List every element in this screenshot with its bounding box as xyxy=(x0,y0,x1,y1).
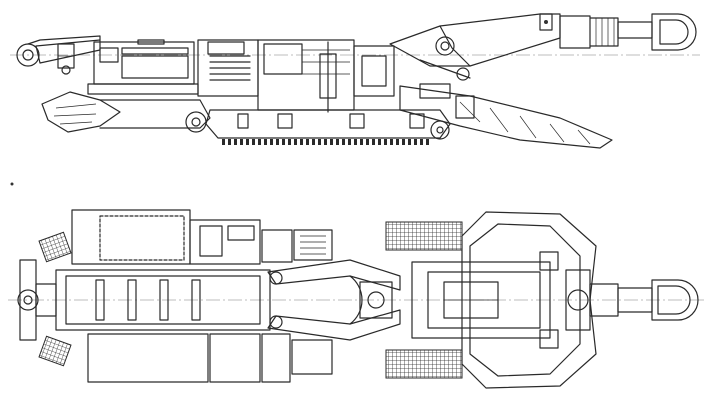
tread-segment xyxy=(222,139,225,145)
cutter-boom xyxy=(389,13,697,81)
tread-segment xyxy=(420,139,423,145)
tread-segment xyxy=(354,139,357,145)
tread-segment xyxy=(318,139,321,145)
tread-segment xyxy=(228,139,231,145)
tread-segment xyxy=(336,139,339,145)
tread-segment xyxy=(288,139,291,145)
tread-segment xyxy=(312,139,315,145)
main-chassis xyxy=(55,209,333,383)
chassis-spar xyxy=(191,279,201,321)
gathering-apron xyxy=(41,91,211,133)
chassis-spar xyxy=(95,279,105,321)
tread-segment xyxy=(300,139,303,145)
tread-segment xyxy=(342,139,345,145)
tread-segment xyxy=(366,139,369,145)
chassis-spar xyxy=(159,279,169,321)
tread-segment xyxy=(240,139,243,145)
chassis-spars xyxy=(95,279,201,321)
tread-segment xyxy=(372,139,375,145)
tread-segment xyxy=(378,139,381,145)
tread-segment xyxy=(234,139,237,145)
tread-segment xyxy=(408,139,411,145)
tread-segment xyxy=(258,139,261,145)
chassis-spar xyxy=(127,279,137,321)
plan-view xyxy=(8,209,704,389)
tread-segment xyxy=(282,139,285,145)
cutter-head-plan xyxy=(589,279,699,321)
tread-segment xyxy=(246,139,249,145)
tread-segment xyxy=(270,139,273,145)
rear-coupling xyxy=(17,231,72,367)
pivot-arms xyxy=(267,259,401,341)
tread-segment xyxy=(276,139,279,145)
side-elevation-view xyxy=(10,13,700,149)
sheet-marker xyxy=(10,182,14,186)
tread-segment xyxy=(294,139,297,145)
mid-frame xyxy=(197,39,395,113)
tread-segment xyxy=(348,139,351,145)
loading-ramp xyxy=(399,83,613,149)
rear-guard-right xyxy=(38,335,72,367)
power-pack-housing xyxy=(87,39,199,95)
tread-segment xyxy=(264,139,267,145)
crawler-track xyxy=(205,109,451,145)
tread-segment xyxy=(252,139,255,145)
track-left-plan xyxy=(385,221,463,251)
track-tread-row xyxy=(222,139,429,145)
tread-segment xyxy=(360,139,363,145)
tread-segment xyxy=(330,139,333,145)
tread-segment xyxy=(384,139,387,145)
track-right-plan xyxy=(385,349,463,379)
slewing-base xyxy=(411,211,597,389)
tread-segment xyxy=(324,139,327,145)
rear-guard-left xyxy=(38,231,72,263)
tread-segment xyxy=(390,139,393,145)
tread-segment xyxy=(402,139,405,145)
tread-segment xyxy=(306,139,309,145)
tread-segment xyxy=(426,139,429,145)
tread-segment xyxy=(414,139,417,145)
tread-segment xyxy=(396,139,399,145)
